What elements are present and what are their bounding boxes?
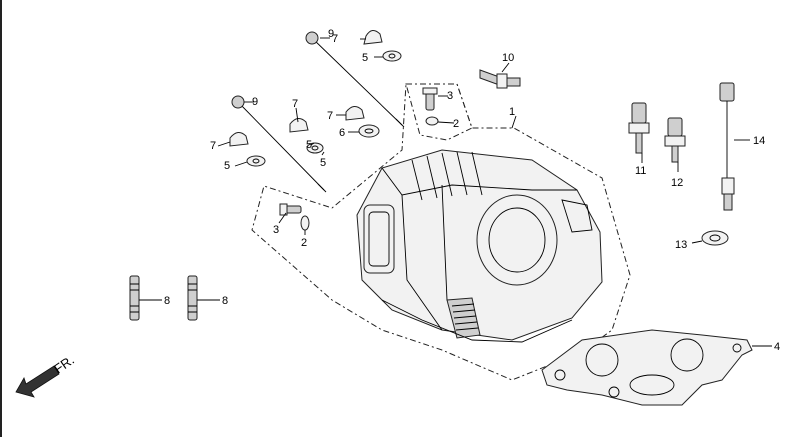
callout-5: 5 xyxy=(306,139,312,151)
seal-2a xyxy=(425,116,439,126)
cap-nut-4 xyxy=(229,132,249,147)
washer-5b xyxy=(246,155,266,167)
screw-3a xyxy=(422,87,438,111)
cap-nut-3 xyxy=(289,118,309,133)
stud-8a xyxy=(129,275,140,321)
callout-13: 13 xyxy=(675,239,687,251)
callout-5: 5 xyxy=(320,157,326,169)
sensor-12 xyxy=(664,117,686,163)
leader-lines xyxy=(139,37,772,347)
spark-plug xyxy=(479,69,521,89)
callout-14: 14 xyxy=(753,135,765,147)
callout-7: 7 xyxy=(332,33,338,45)
callout-2: 2 xyxy=(301,237,307,249)
washer-13 xyxy=(701,230,729,246)
head-gasket xyxy=(541,329,753,406)
callout-3: 3 xyxy=(447,90,453,102)
washer-5c xyxy=(306,142,324,154)
oxygen-sensor xyxy=(719,82,735,211)
callout-8: 8 xyxy=(164,295,170,307)
callout-12: 12 xyxy=(671,177,683,189)
stud-8b xyxy=(187,275,198,321)
callout-10: 10 xyxy=(502,52,514,64)
washer-6 xyxy=(358,124,380,138)
sensor-11 xyxy=(628,102,650,154)
callout-7: 7 xyxy=(292,98,298,110)
cylinder-head xyxy=(356,149,603,343)
callout-7: 7 xyxy=(327,110,333,122)
screw-3b xyxy=(279,203,302,216)
cap-nut-2 xyxy=(345,106,365,121)
callout-5: 5 xyxy=(224,160,230,172)
callout-11: 11 xyxy=(635,165,646,177)
callout-9: 9 xyxy=(252,96,258,108)
long-bolt-2 xyxy=(231,95,327,193)
callout-5: 5 xyxy=(362,52,368,64)
callout-6: 6 xyxy=(339,127,345,139)
washer-5a xyxy=(382,50,402,62)
callout-2: 2 xyxy=(453,118,459,130)
front-arrow-icon xyxy=(15,365,60,398)
callout-9: 9 xyxy=(328,28,334,40)
long-bolt-1 xyxy=(305,31,405,128)
seal-2b xyxy=(300,215,310,231)
callout-1: 1 xyxy=(509,106,515,118)
callout-3: 3 xyxy=(273,224,279,236)
assembly-boundary-main xyxy=(251,83,631,381)
callout-8: 8 xyxy=(222,295,228,307)
callout-7: 7 xyxy=(210,140,216,152)
callout-4: 4 xyxy=(774,341,780,353)
assembly-boundary-valve xyxy=(405,83,473,141)
cap-nut-1 xyxy=(363,30,383,45)
